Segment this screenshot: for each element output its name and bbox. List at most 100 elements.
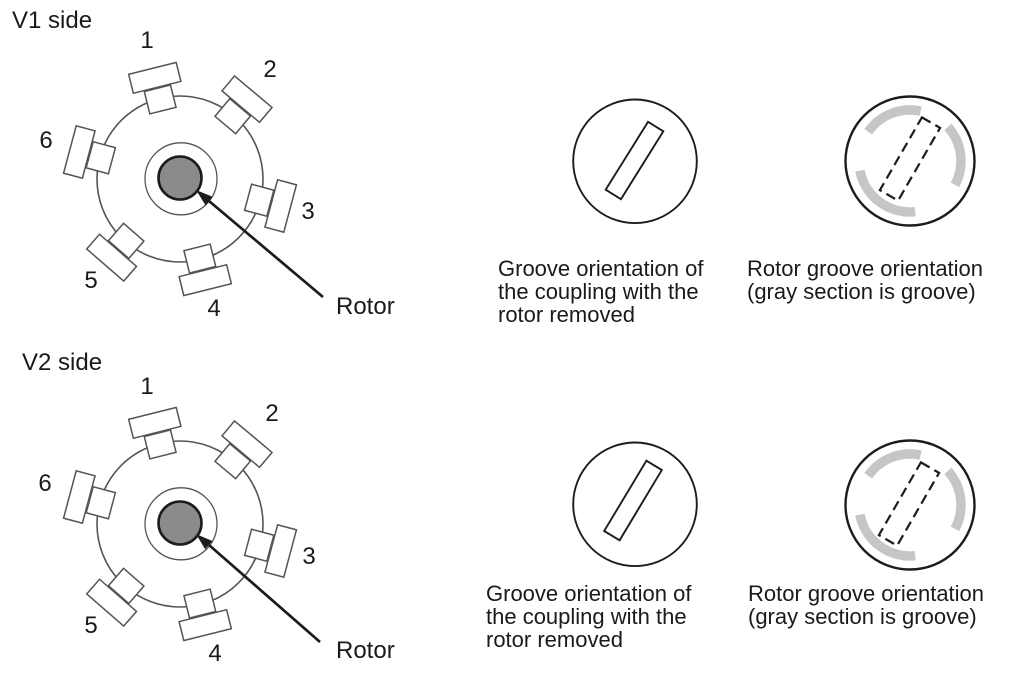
bolt-number-label: 6 — [39, 127, 53, 154]
bolt-neck — [183, 243, 217, 274]
bolt-number-label: 5 — [84, 267, 98, 294]
bolt-neck — [107, 567, 145, 605]
bolt-number-label: 1 — [140, 373, 154, 400]
hidden-groove-slot — [877, 460, 941, 548]
groove-slot — [602, 459, 664, 542]
v1-rotor-groove-diagram — [844, 95, 976, 227]
bolt — [243, 523, 298, 579]
bolt-head — [220, 74, 274, 124]
caption-line: Groove orientation of — [498, 256, 704, 281]
bolt-head — [85, 578, 138, 628]
hub-ring-circle — [144, 142, 218, 216]
arrow-shaft — [208, 543, 321, 644]
bolt-number-label: 2 — [265, 400, 279, 427]
bolt — [178, 588, 233, 642]
caption-line: rotor removed — [498, 302, 635, 327]
bolt — [127, 406, 182, 460]
bolt-neck — [243, 528, 275, 563]
bolt-group — [62, 406, 298, 642]
bolt-head — [178, 263, 233, 297]
caption-line: (gray section is groove) — [747, 279, 976, 304]
bolt-number-label: 3 — [302, 543, 316, 570]
v1-coupling-groove-diagram — [572, 98, 698, 225]
bolt-group — [62, 61, 298, 297]
arrow-head — [196, 534, 213, 550]
bolt-neck — [183, 588, 217, 619]
dashed-slot-group — [877, 460, 941, 548]
bolt — [213, 419, 274, 480]
rotor-label: Rotor — [336, 637, 395, 664]
v2-rotor-groove-diagram — [844, 439, 976, 571]
bolt-number-label: 1 — [140, 27, 154, 54]
groove-slot-group — [604, 120, 665, 201]
rotor-face-circle — [844, 95, 976, 227]
hidden-groove-slot — [878, 115, 942, 203]
rotor-label: Rotor — [336, 293, 395, 320]
rotor-groove-caption: Rotor groove orientation (gray section i… — [747, 257, 983, 303]
groove-arc-bottom-left — [855, 169, 916, 217]
rotor-shaft-circle — [157, 500, 203, 546]
groove-arc-bottom-left — [855, 513, 916, 561]
bolt-number-label: 3 — [301, 198, 315, 225]
groove-arc-right — [944, 467, 966, 532]
bolt — [85, 567, 145, 628]
bolt-neck — [85, 485, 117, 520]
bolt — [127, 61, 182, 115]
groove-slot-group — [602, 459, 664, 542]
bolt — [243, 178, 298, 234]
v1-rotor-pointer-arrow — [196, 190, 324, 299]
groove-slot — [604, 120, 665, 201]
caption-line: the coupling with the — [498, 279, 699, 304]
v2-rotor-assembly-diagram — [62, 406, 298, 642]
arrow-head — [196, 190, 213, 206]
side-label-v1: V1 side — [12, 7, 93, 34]
rotor-shaft-circle — [157, 155, 203, 201]
bolt-number-label: 5 — [84, 612, 98, 639]
groove-arc-top — [864, 449, 922, 479]
groove-arc-top — [864, 105, 922, 135]
bolt-head — [220, 419, 274, 469]
bolt — [85, 222, 145, 283]
bolt-number-label: 6 — [38, 470, 52, 497]
caption-line: (gray section is groove) — [748, 604, 977, 629]
bolt-head — [264, 178, 298, 234]
bolt-head — [264, 523, 298, 579]
bolt-number-label: 4 — [207, 295, 221, 322]
rotor-face-circle — [844, 439, 976, 571]
bolt-head — [62, 124, 96, 180]
bolt — [178, 243, 233, 297]
rotor-groove-caption: Rotor groove orientation (gray section i… — [748, 582, 984, 628]
caption-line: the coupling with the — [486, 604, 687, 629]
caption-line: rotor removed — [486, 627, 623, 652]
dashed-slot-group — [878, 115, 942, 203]
bolt — [62, 124, 117, 180]
side-label-v2: V2 side — [22, 349, 103, 376]
bolt-head — [127, 61, 182, 95]
bolt-head — [85, 233, 138, 283]
v1-rotor-assembly-diagram — [62, 61, 298, 297]
bolt-neck — [243, 183, 275, 218]
v2-coupling-groove-diagram — [572, 441, 698, 568]
groove-arc-right — [944, 123, 966, 188]
caption-line: Rotor groove orientation — [747, 256, 984, 281]
bolt-number-label: 2 — [263, 56, 277, 83]
coupling-groove-caption: Groove orientation of the coupling with … — [486, 582, 691, 651]
bolt-neck — [213, 442, 252, 480]
bolt — [213, 74, 274, 135]
bolt-neck — [85, 140, 117, 175]
bolt-head — [127, 406, 182, 440]
bolt-number-label: 4 — [208, 640, 222, 667]
bolt-neck — [213, 97, 252, 135]
bolt-neck — [143, 84, 177, 115]
bolt-neck — [143, 429, 177, 460]
bolt-neck — [107, 222, 145, 260]
caption-line: Rotor groove orientation — [748, 581, 985, 606]
hub-ring-circle — [144, 487, 218, 561]
bolt-head — [178, 608, 233, 642]
bolt — [62, 469, 117, 525]
arrow-shaft — [208, 199, 324, 299]
coupling-groove-caption: Groove orientation of the coupling with … — [498, 257, 703, 326]
caption-line: Groove orientation of — [486, 581, 692, 606]
